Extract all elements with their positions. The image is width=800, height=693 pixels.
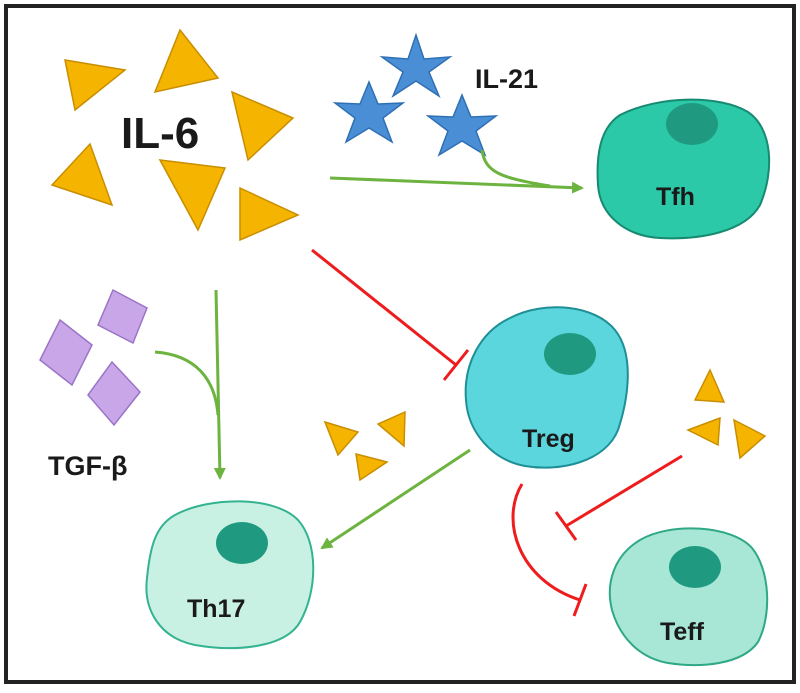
- cell-icon: [145, 500, 315, 650]
- triangle-icon: [239, 186, 300, 242]
- th17-label: Th17: [187, 595, 245, 623]
- star-icon: [425, 93, 499, 157]
- inhibit-treg-to-teff-bar: [572, 583, 588, 617]
- triangle-icon: [158, 159, 227, 232]
- il6-cluster-middle: [323, 410, 406, 482]
- nucleus: [669, 546, 721, 588]
- cell-icon: [596, 98, 771, 240]
- il6-label: IL-6: [121, 109, 199, 158]
- il21-stars: [332, 32, 499, 157]
- treg-cell: Treg: [464, 306, 629, 469]
- activation-arrows: [154, 149, 584, 550]
- il6-triangles: [50, 28, 300, 242]
- il21-label: IL-21: [475, 64, 538, 94]
- il21-merge-line: [480, 149, 551, 188]
- cell-icon: [608, 527, 769, 667]
- star-icon: [379, 32, 453, 98]
- triangle-icon: [686, 416, 721, 447]
- diamond-icon: [87, 360, 141, 427]
- tfh-cell: Tfh: [596, 98, 771, 240]
- triangle-icon: [153, 28, 220, 94]
- triangle-icon: [64, 59, 127, 112]
- nucleus: [666, 103, 718, 145]
- th17-cell: Th17: [145, 500, 315, 650]
- inhibit-il6-to-treg: [311, 248, 457, 367]
- triangle-icon: [50, 142, 114, 207]
- tgfb-diamonds: [39, 288, 148, 427]
- nucleus: [544, 333, 596, 375]
- inhibit-il6-to-treg-bar: [442, 349, 470, 381]
- arrow-treg-to-th17: [320, 448, 471, 550]
- triangle-icon: [323, 420, 360, 457]
- diamond-icon: [97, 288, 148, 345]
- teff-cell: Teff: [608, 527, 769, 667]
- inhibition-lines: [311, 248, 683, 617]
- triangle-icon: [376, 410, 406, 448]
- triangle-icon: [733, 418, 767, 460]
- triangle-icon: [693, 368, 726, 403]
- teff-label: Teff: [660, 618, 705, 646]
- triangle-icon: [355, 452, 389, 482]
- inhibit-il6-to-teff: [565, 454, 683, 528]
- arrow-il6-to-th17: [213, 289, 226, 480]
- inhibit-il6-to-teff-bar: [554, 511, 578, 541]
- arrow-il6-to-tfh: [329, 176, 584, 194]
- tgfb-label: TGF-β: [48, 451, 127, 481]
- inhibit-treg-to-teff: [511, 483, 581, 602]
- tfh-label: Tfh: [656, 183, 695, 211]
- nucleus: [216, 522, 268, 564]
- il6-cluster-right: [686, 368, 767, 460]
- triangle-icon: [230, 90, 295, 162]
- treg-label: Treg: [522, 425, 575, 453]
- star-icon: [332, 80, 406, 144]
- diamond-icon: [39, 318, 93, 387]
- tgfb-merge-line: [154, 350, 220, 416]
